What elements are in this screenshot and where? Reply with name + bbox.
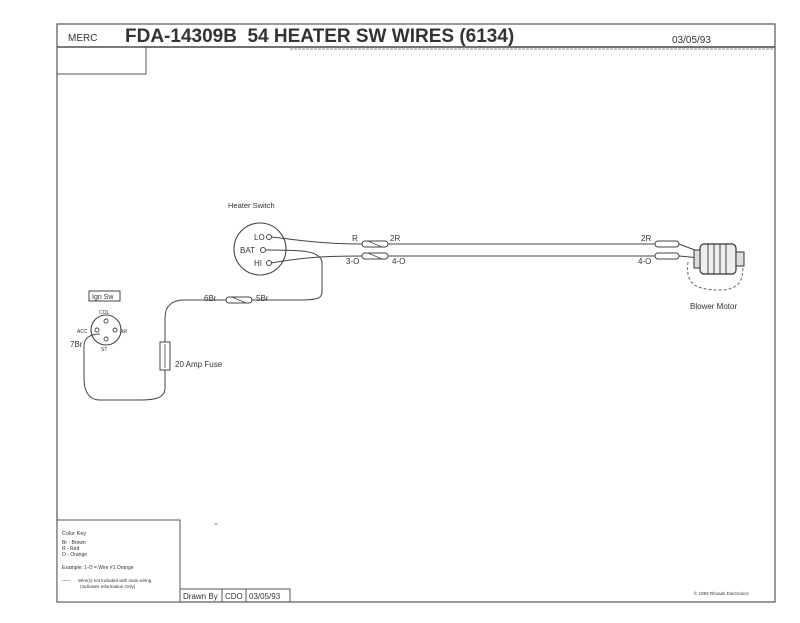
blower-motor — [693, 243, 745, 275]
ign-switch-body — [90, 314, 122, 346]
ign-switch-label-box — [88, 290, 121, 302]
drawn-by-date: 03/05/93 — [249, 592, 281, 601]
color-key-note-2: (Indicates Information Only) — [80, 584, 136, 589]
wire-label-motor-2r: 2R — [641, 234, 651, 243]
revision-box — [56, 46, 147, 75]
connector-motor-4o — [654, 252, 680, 260]
wire-label-4o: 4-O — [392, 257, 405, 266]
motor-ground-dashed — [687, 261, 744, 291]
wire-label-6br: 6Br — [204, 294, 217, 303]
wire-bat — [264, 249, 323, 301]
color-key-item-orange: O - Orange — [62, 552, 87, 558]
make-label: MERC — [68, 33, 97, 44]
heater-switch-label: Heater Switch — [228, 201, 275, 210]
color-key-dash-sample: ----- — [62, 578, 71, 584]
page-title: FDA-14309B 54 HEATER SW WIRES (6134) — [125, 26, 514, 47]
color-key-title: Color Key — [62, 531, 86, 537]
ign-term-alt: AR — [120, 329, 127, 335]
wire-label-motor-4o: 4-O — [638, 257, 651, 266]
header-date: 03/05/93 — [672, 35, 711, 46]
color-key-item-brown: Br - Brown — [62, 540, 86, 546]
wire-label-r: R — [352, 234, 358, 243]
heater-term-hi: HI — [254, 259, 262, 268]
drawn-by-initials: CDO — [225, 592, 243, 601]
drawn-by-date-cell — [245, 588, 291, 603]
ign-term-st: ST — [101, 347, 107, 353]
heater-term-bat: BAT — [240, 246, 255, 255]
wire-label-3o: 3-O — [346, 257, 359, 266]
color-key-box — [56, 519, 181, 603]
color-key-example: Example: 1-O = Wire #1 Orange — [62, 565, 134, 571]
wire-7br — [83, 333, 166, 401]
drawn-by-label: Drawn By — [183, 592, 218, 601]
ign-switch-label: Ign Sw — [92, 294, 114, 301]
heater-switch-body — [233, 222, 287, 276]
wire-lo — [270, 236, 363, 245]
wire-label-5br: 5Br — [256, 294, 269, 303]
wire-label-2r: 2R — [390, 234, 400, 243]
wire-6br — [164, 299, 226, 342]
sheet-border — [56, 23, 776, 603]
color-key-note-1: Wire(s) not included with main wiring. — [78, 578, 153, 583]
heater-term-lo: LO — [254, 233, 265, 242]
wire-hi — [270, 255, 363, 264]
fuse-label: 20 Amp Fuse — [175, 360, 223, 369]
ign-term-acc: ACC — [77, 329, 88, 335]
wire-label-7br: 7Br — [70, 340, 83, 349]
ign-term-col: COL — [99, 310, 110, 316]
color-key-item-red: R - Red — [62, 546, 79, 552]
blower-motor-label: Blower Motor — [690, 302, 737, 311]
connector-motor-2r — [654, 240, 680, 248]
copyright-notice: © 1993 Rhoads Electronics — [694, 590, 749, 596]
